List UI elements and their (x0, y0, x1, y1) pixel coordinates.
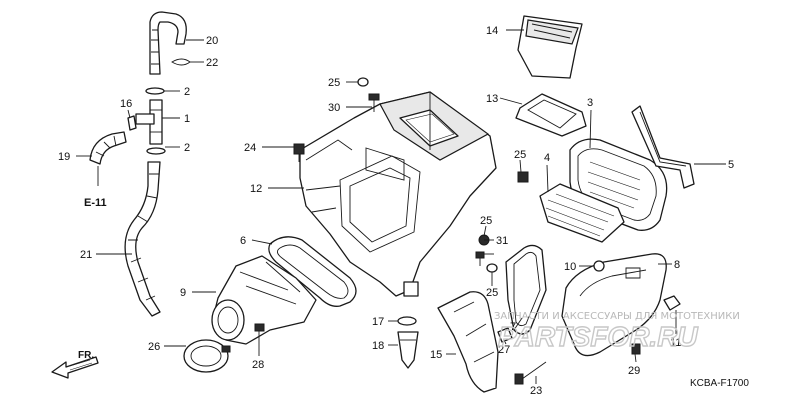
part-4-air-cleaner-element (539, 183, 625, 243)
part-16-clip (127, 115, 137, 131)
front-direction-label: FR. (78, 350, 94, 361)
callout-31: 31 (496, 235, 508, 247)
part-19-tube (89, 131, 127, 165)
callout-28: 28 (252, 359, 264, 371)
callout-16: 16 (120, 98, 132, 110)
callout-23: 23 (530, 385, 542, 397)
part-31-screw (475, 251, 485, 266)
part-25-grommet-right (517, 171, 529, 183)
part-29-collar (631, 343, 641, 355)
callout-1: 1 (184, 113, 190, 125)
part-22-clip (171, 58, 191, 66)
callout-2-upper: 2 (184, 86, 190, 98)
callout-2-lower: 2 (184, 142, 190, 154)
part-7-seal (505, 244, 547, 335)
callout-29: 29 (628, 365, 640, 377)
callout-19: 19 (58, 151, 70, 163)
callout-10: 10 (564, 261, 576, 273)
callout-14: 14 (486, 25, 498, 37)
part-5-element-holder-bracket (631, 105, 695, 189)
part-2-clip-lower (146, 147, 166, 155)
part-10-grommet (593, 260, 605, 272)
part-25-grommet-top (357, 77, 369, 87)
callout-5: 5 (728, 159, 734, 171)
part-25-grommet-centre-lower (486, 263, 498, 273)
part-9-connecting-tube (211, 255, 317, 345)
part-18-drain-plug (397, 331, 419, 369)
callout-20: 20 (206, 35, 218, 47)
callout-27: 27 (498, 344, 510, 356)
part-2-clip-upper (145, 87, 165, 95)
callout-15: 15 (430, 349, 442, 361)
part-24-bolt (293, 143, 305, 162)
part-28-screw (254, 323, 265, 345)
callout-26: 26 (148, 341, 160, 353)
part-23-bolt (514, 361, 547, 385)
callout-4: 4 (544, 152, 550, 164)
diagram-code: KCBA-F1700 (690, 378, 749, 389)
part-14-duct-cover (517, 15, 583, 79)
callout-9: 9 (180, 287, 186, 299)
callout-22: 22 (206, 57, 218, 69)
callout-13: 13 (486, 93, 498, 105)
part-27-clip (497, 327, 513, 343)
callout-30: 30 (328, 102, 340, 114)
callout-7: 7 (510, 321, 516, 333)
part-13-element-holder (515, 93, 587, 137)
watermark-caption: ЗАПЧАСТИ И АКСЕССУАРЫ ДЛЯ МОТОТЕХНИКИ (494, 311, 740, 322)
callout-25-centre-lower: 25 (486, 287, 498, 299)
part-21-drain-tube (124, 161, 161, 317)
callout-24: 24 (244, 142, 256, 154)
part-6-gasket (268, 236, 357, 307)
callout-12: 12 (250, 183, 262, 195)
callout-3: 3 (587, 97, 593, 109)
part-1-joint (135, 99, 163, 145)
watermark: ЗАПЧАСТИ И АКСЕССУАРЫ ДЛЯ МОТОТЕХНИКИ PA… (494, 311, 740, 353)
callout-6: 6 (240, 235, 246, 247)
part-17-band (397, 316, 417, 326)
section-reference: E-11 (84, 197, 107, 209)
part-15-air-duct (437, 291, 499, 393)
callout-17: 17 (372, 316, 384, 328)
part-20-breather-tube (149, 11, 187, 75)
callout-25-right: 25 (514, 149, 526, 161)
watermark-site: PARTSFOR.RU (498, 321, 698, 352)
leader-lines (76, 29, 726, 384)
part-30-screw (368, 93, 380, 112)
callout-8: 8 (674, 259, 680, 271)
part-11-clip (663, 295, 681, 311)
front-direction-arrow: FR. (51, 350, 99, 379)
callout-25-top: 25 (328, 77, 340, 89)
callout-25-centre-upper: 25 (480, 215, 492, 227)
callout-18: 18 (372, 340, 384, 352)
part-26-clamp (183, 339, 231, 373)
callout-11: 11 (670, 337, 681, 349)
part-12-air-cleaner-case (299, 91, 497, 297)
callout-21: 21 (80, 249, 92, 261)
